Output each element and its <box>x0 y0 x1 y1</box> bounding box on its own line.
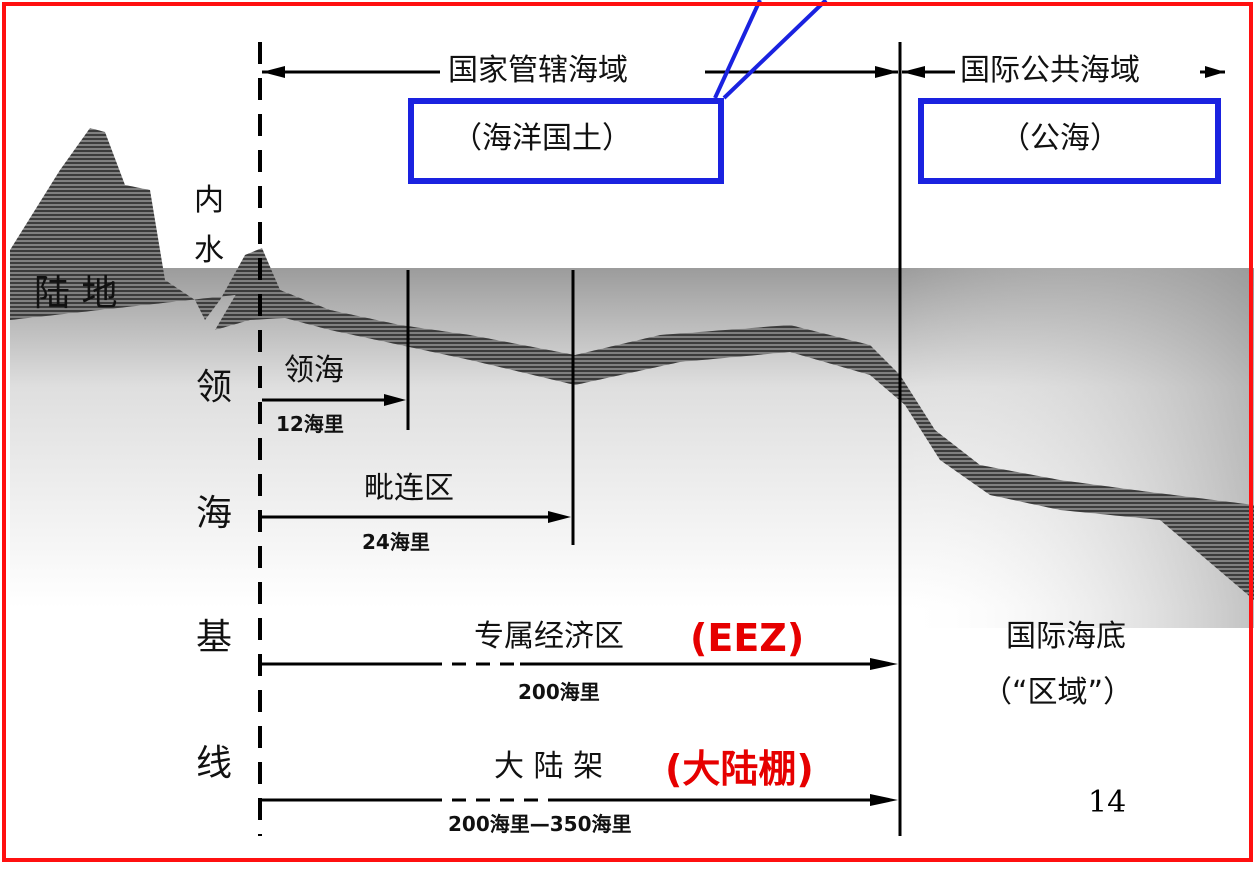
callout-pointer-right <box>722 0 828 100</box>
seabed-label: 国际海底 <box>1006 619 1126 654</box>
deep-sea-shade <box>900 268 1254 628</box>
sea-floor <box>215 250 1254 600</box>
baseline-char-4: 线 <box>196 743 233 784</box>
eez-distance: 200海里 <box>518 680 600 704</box>
inland-water-char-2: 水 <box>194 233 224 268</box>
land-label: 陆 地 <box>34 273 118 314</box>
baseline-char-1: 领 <box>196 367 233 408</box>
high-seas-sub-label: （公海） <box>1000 121 1120 156</box>
continental-shelf-cn-label: (大陆棚) <box>665 747 814 791</box>
eez-label: 专属经济区 <box>474 619 624 654</box>
national-sub-label: （海洋国土） <box>452 121 632 156</box>
callout-pointer-left <box>713 0 762 99</box>
territorial-sea-label: 领海 <box>284 353 344 388</box>
baseline-char-3: 基 <box>196 617 233 658</box>
baseline-char-2: 海 <box>196 493 233 534</box>
national-jurisdiction-label: 国家管辖海域 <box>448 53 628 88</box>
national-highlight-box <box>408 98 724 184</box>
red-outline-frame <box>2 2 1253 862</box>
eez-english-label: (EEZ) <box>690 616 805 660</box>
territorial-sea-distance: 12海里 <box>276 412 344 436</box>
seabed-area-label: （“区域”） <box>982 675 1134 710</box>
international-label: 国际公共海域 <box>960 53 1140 88</box>
contiguous-zone-label: 毗连区 <box>364 471 454 506</box>
page-number: 14 <box>1088 785 1127 820</box>
land-mountain <box>10 128 280 320</box>
continental-shelf-distance: 200海里—350海里 <box>448 812 632 836</box>
inland-water-char-1: 内 <box>194 183 224 218</box>
continental-shelf-label: 大 陆 架 <box>494 749 604 784</box>
contiguous-zone-distance: 24海里 <box>362 530 430 554</box>
high-seas-highlight-box <box>918 98 1221 184</box>
